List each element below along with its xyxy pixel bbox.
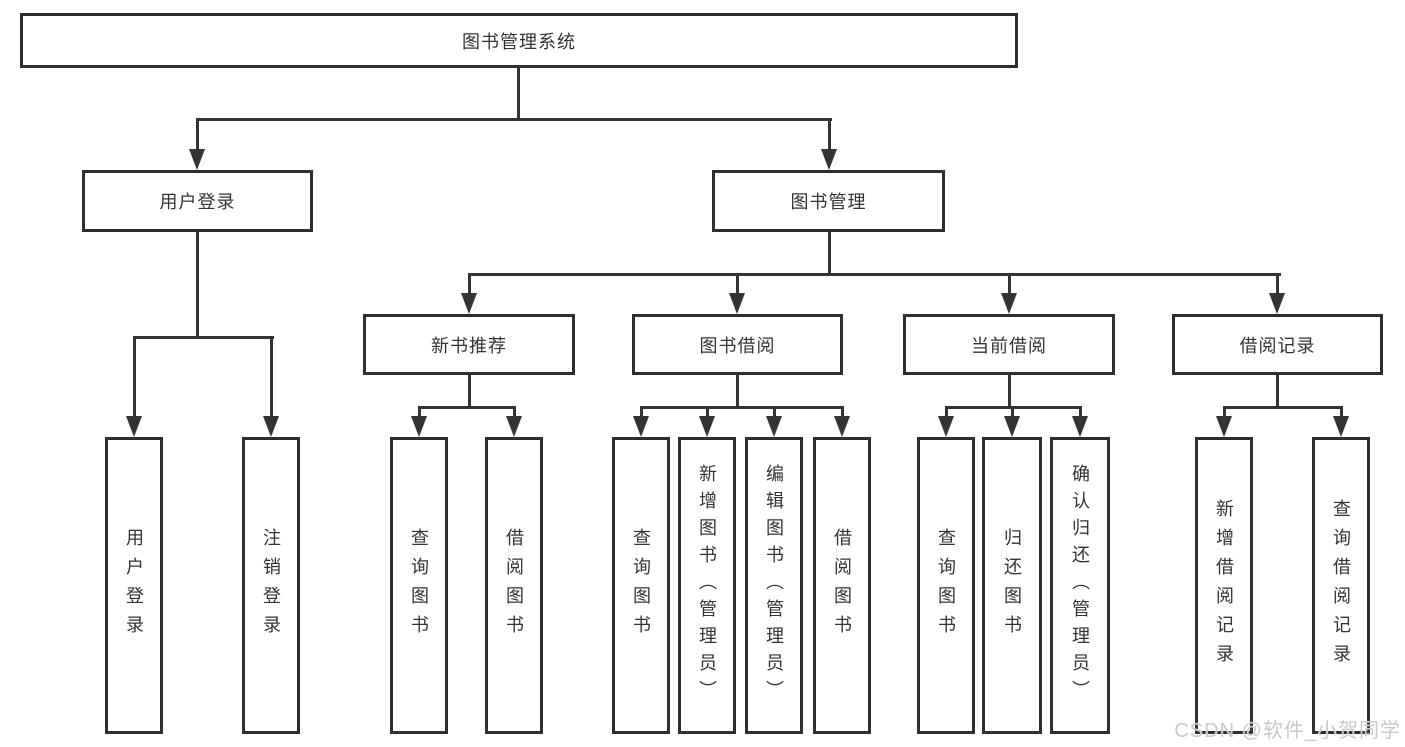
connector-line: [196, 118, 832, 121]
connector-line: [945, 406, 948, 421]
connector-line: [736, 273, 739, 298]
connector-line: [1340, 406, 1343, 421]
connector-line: [1223, 406, 1226, 421]
arrow-down-icon: [411, 416, 427, 437]
connector-line: [773, 406, 776, 421]
csdn-watermark: CSDN @软件_小贺同学: [1174, 720, 1401, 742]
arrow-down-icon: [1004, 416, 1020, 437]
leaf-node-add-books-admin: 新增图书（管理员）: [678, 437, 736, 734]
connector-line: [1011, 406, 1014, 421]
arrow-down-icon: [506, 416, 522, 437]
leaf-node-query-books-recommend: 查询图书: [390, 437, 448, 734]
connector-line: [270, 336, 273, 422]
connector-line: [468, 273, 471, 298]
arrow-down-icon: [699, 416, 715, 437]
connector-line: [513, 406, 516, 421]
branch-node-user-login: 用户登录: [82, 170, 313, 232]
leaf-node-edit-books-admin: 编辑图书（管理员）: [745, 437, 803, 734]
arrow-down-icon: [263, 416, 279, 437]
arrow-down-icon: [126, 416, 142, 437]
arrow-down-icon: [1001, 293, 1017, 314]
branch-node-borrow-record: 借阅记录: [1172, 314, 1383, 375]
connector-line: [1008, 273, 1011, 298]
arrow-down-icon: [189, 149, 205, 170]
leaf-node-query-borrow-record: 查询借阅记录: [1312, 437, 1370, 734]
arrow-down-icon: [729, 293, 745, 314]
branch-node-book-borrow: 图书借阅: [632, 314, 843, 375]
arrow-down-icon: [766, 416, 782, 437]
arrow-down-icon: [461, 293, 477, 314]
leaf-node-return-books: 归还图书: [982, 437, 1042, 734]
connector-line: [517, 68, 520, 121]
leaf-node-add-borrow-record: 新增借阅记录: [1195, 437, 1253, 734]
connector-line: [640, 406, 643, 421]
arrow-down-icon: [834, 416, 850, 437]
arrow-down-icon: [1269, 293, 1285, 314]
branch-node-current-borrow: 当前借阅: [903, 314, 1115, 375]
connector-line: [828, 232, 831, 276]
arrow-down-icon: [1072, 416, 1088, 437]
connector-line: [1223, 406, 1343, 409]
leaf-node-query-books-current: 查询图书: [917, 437, 975, 734]
connector-line: [468, 375, 471, 409]
arrow-down-icon: [1216, 416, 1232, 437]
connector-line: [1276, 375, 1279, 409]
arrow-down-icon: [938, 416, 954, 437]
leaf-node-confirm-return-admin: 确认归还（管理员）: [1050, 437, 1110, 734]
arrow-down-icon: [821, 149, 837, 170]
connector-line: [640, 406, 844, 409]
leaf-node-borrow-books-recommend: 借阅图书: [485, 437, 543, 734]
connector-line: [196, 118, 199, 154]
branch-node-new-book-recommend: 新书推荐: [363, 314, 575, 375]
connector-line: [841, 406, 844, 421]
connector-line: [133, 336, 274, 339]
connector-line: [418, 406, 421, 421]
connector-line: [418, 406, 516, 409]
connector-line: [828, 118, 831, 154]
root-node-library-system: 图书管理系统: [20, 13, 1018, 68]
connector-line: [1008, 375, 1011, 409]
arrow-down-icon: [1333, 416, 1349, 437]
connector-line: [706, 406, 709, 421]
connector-line: [1276, 273, 1279, 298]
connector-line: [468, 273, 1281, 276]
connector-line: [196, 232, 199, 339]
leaf-node-logout-action: 注销登录: [242, 437, 300, 734]
connector-line: [736, 375, 739, 409]
leaf-node-query-books-borrow: 查询图书: [612, 437, 670, 734]
arrow-down-icon: [633, 416, 649, 437]
branch-node-book-management: 图书管理: [712, 170, 945, 232]
connector-line: [1079, 406, 1082, 421]
connector-line: [133, 336, 136, 422]
leaf-node-borrow-books-action: 借阅图书: [813, 437, 871, 734]
leaf-node-user-login-action: 用户登录: [105, 437, 163, 734]
